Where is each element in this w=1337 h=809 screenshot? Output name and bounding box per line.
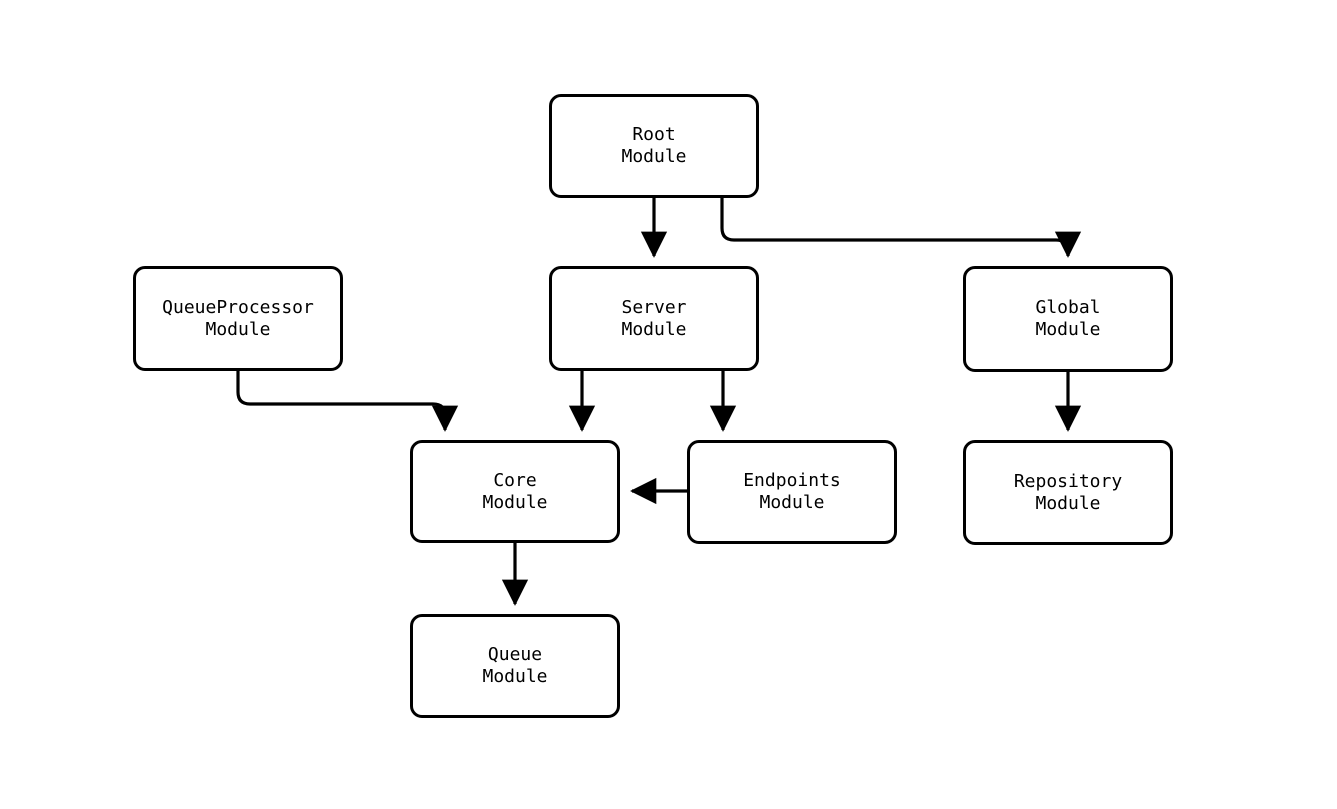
edge-root-global	[720, 198, 1082, 258]
node-queue-module[interactable]: Queue Module	[410, 614, 620, 718]
edge-queueprocessor-core	[236, 371, 459, 432]
node-server-module-name: Server	[621, 296, 687, 318]
node-endpoints-module-suffix: Module	[759, 492, 825, 513]
node-root-module[interactable]: Root Module	[549, 94, 759, 198]
node-global-module-suffix: Module	[1035, 319, 1101, 340]
node-queueprocessor-module-suffix: Module	[205, 318, 271, 340]
node-core-module-name: Core	[493, 469, 537, 491]
node-repository-module-suffix: Module	[1035, 492, 1101, 514]
node-endpoints-module[interactable]: Endpoints Module	[687, 440, 897, 544]
node-repository-module[interactable]: Repository Module	[963, 440, 1173, 545]
node-root-module-suffix: Module	[621, 146, 687, 167]
node-queue-module-suffix: Module	[482, 666, 548, 687]
node-repository-module-name: Repository	[1013, 470, 1123, 492]
node-core-module[interactable]: Core Module	[410, 440, 620, 543]
node-global-module-name: Global	[1035, 297, 1101, 318]
node-queue-module-name: Queue	[487, 644, 543, 665]
node-server-module[interactable]: Server Module	[549, 266, 759, 371]
node-endpoints-module-name: Endpoints	[743, 470, 841, 491]
node-server-module-suffix: Module	[621, 318, 687, 340]
node-core-module-suffix: Module	[482, 491, 548, 513]
node-queueprocessor-module-name: QueueProcessor	[162, 296, 314, 318]
node-global-module[interactable]: Global Module	[963, 266, 1173, 372]
node-queueprocessor-module[interactable]: QueueProcessor Module	[133, 266, 343, 371]
node-root-module-name: Root	[632, 124, 676, 145]
